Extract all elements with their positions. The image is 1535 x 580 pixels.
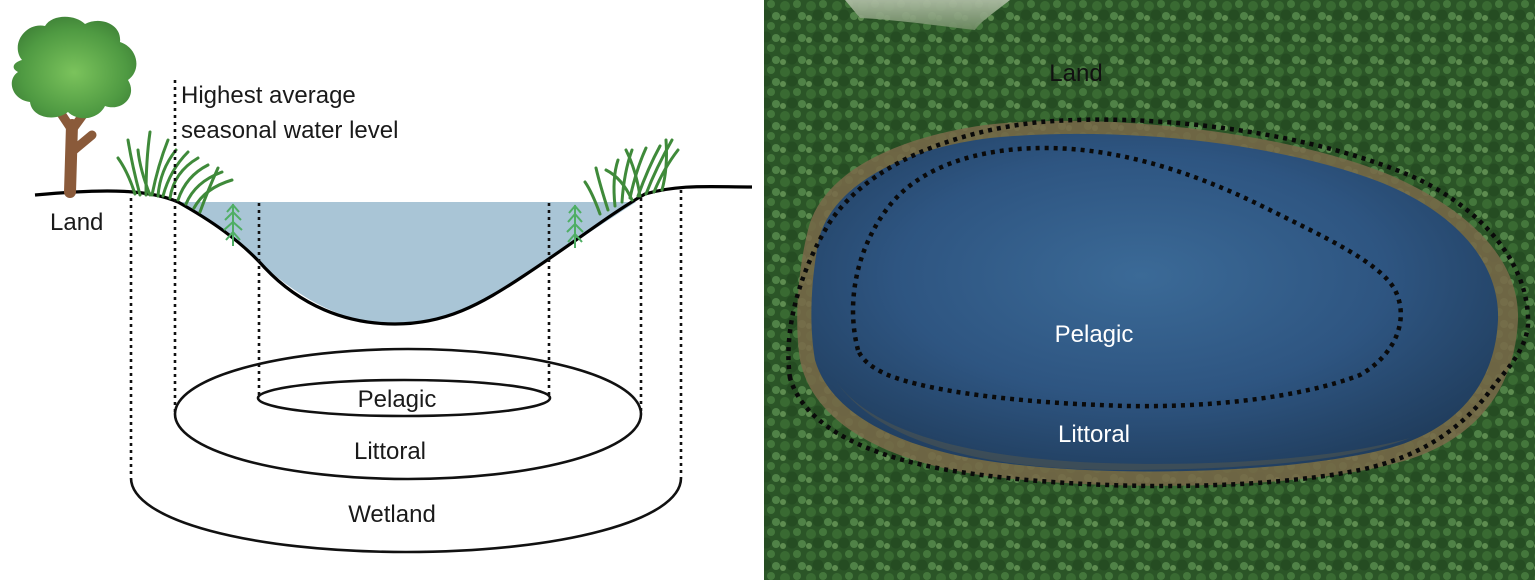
littoral-boundary-outline [786,117,1531,489]
pelagic-boundary-outline [850,145,1404,409]
aquatic-plant-icon [566,204,584,248]
aerial-lake-photo: Land Pelagic Littoral [764,0,1535,580]
cross-section-diagram: Land Highest average seasonal water leve… [11,16,753,554]
littoral-label: Littoral [354,438,426,465]
wetland-label: Wetland [348,501,436,528]
land-label: Land [50,209,103,236]
pelagic-ring [256,378,552,418]
ground-line [34,184,753,326]
photo-land-label: Land [1049,60,1102,87]
pelagic-label: Pelagic [358,386,437,413]
water-level-label: Highest average [181,82,356,109]
wetland-ring [129,477,683,554]
water-level-label: seasonal water level [181,117,398,144]
tree-icon [11,16,137,198]
photo-littoral-label: Littoral [1058,421,1130,448]
aquatic-plant-icon [223,203,243,246]
grass-icon [583,138,680,216]
littoral-ring [173,347,643,481]
photo-pelagic-label: Pelagic [1055,321,1134,348]
water-body [178,202,636,324]
grass-icon [116,130,234,214]
